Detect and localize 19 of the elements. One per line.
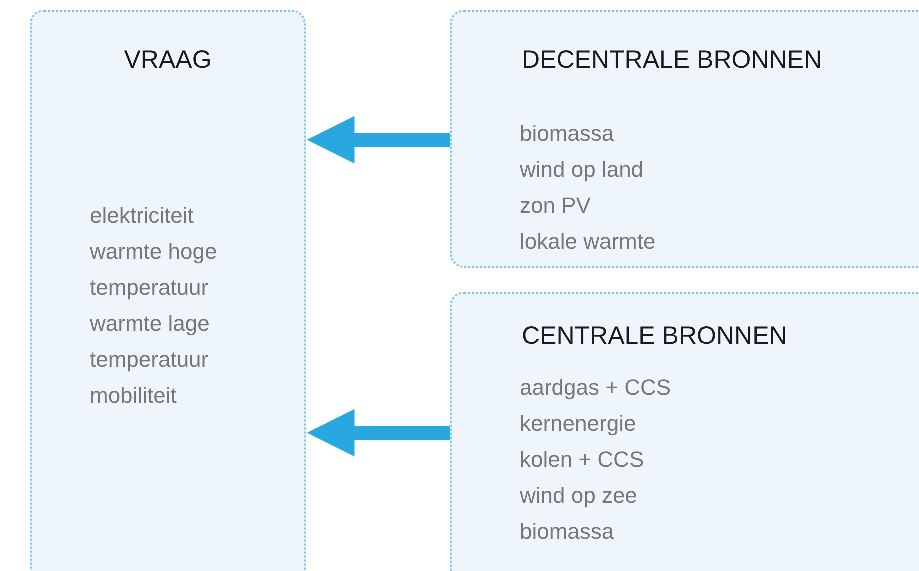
box-heading: CENTRALE BRONNEN xyxy=(522,322,788,350)
group-box xyxy=(450,292,919,571)
list-item: zon PV xyxy=(520,192,591,220)
arrow xyxy=(307,116,450,164)
list-item: biomassa xyxy=(520,120,614,148)
list-item: kernenergie xyxy=(520,410,636,438)
list-item: aardgas + CCS xyxy=(520,374,672,402)
arrow xyxy=(307,409,450,457)
box-heading: VRAAG xyxy=(124,46,212,74)
list-item: lokale warmte xyxy=(520,228,656,256)
list-item: wind op land xyxy=(520,156,644,184)
list-item: elektriciteit xyxy=(90,202,194,230)
group-box xyxy=(30,10,306,571)
list-item: wind op zee xyxy=(520,482,638,510)
box-heading: DECENTRALE BRONNEN xyxy=(522,46,822,74)
list-item: kolen + CCS xyxy=(520,446,644,474)
list-item: biomassa xyxy=(520,518,614,546)
list-item: mobiliteit xyxy=(90,382,177,410)
group-box xyxy=(450,10,919,268)
